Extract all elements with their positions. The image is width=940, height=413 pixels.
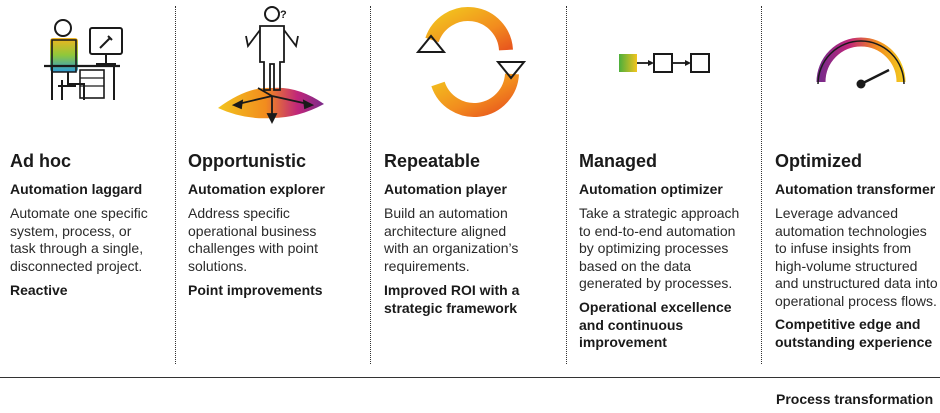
- stage-title: Ad hoc: [10, 151, 71, 171]
- person-at-computer-icon: [44, 19, 123, 100]
- stage-description: Automate one specific system, process, o…: [10, 205, 148, 274]
- stage-outcome: Point improvements: [188, 282, 323, 298]
- stage-outcome: Improved ROI with a strategic framework: [384, 282, 520, 316]
- stage-title: Opportunistic: [188, 151, 306, 171]
- stage-description: Leverage advanced automation technologie…: [775, 205, 938, 309]
- stage-subtitle: Automation laggard: [10, 181, 143, 197]
- stage-outcome: Competitive edge and outstanding experie…: [775, 316, 933, 350]
- stage-repeatable: Repeatable Automation player Build an au…: [384, 0, 564, 370]
- column-divider: [175, 6, 176, 364]
- stage-title: Managed: [579, 151, 658, 171]
- footer-label: Process transformation: [776, 391, 934, 407]
- column-divider: [761, 6, 762, 364]
- stage-title: Optimized: [775, 151, 863, 171]
- stage-opportunistic: ? Opportunistic Automation explorer Addr…: [188, 0, 368, 370]
- stage-subtitle: Automation player: [384, 181, 507, 197]
- stage-subtitle: Automation explorer: [188, 181, 325, 197]
- gauge-icon: [816, 37, 906, 89]
- svg-text:?: ?: [280, 9, 287, 21]
- stage-subtitle: Automation optimizer: [579, 181, 723, 197]
- questioning-person-icon: ?: [218, 6, 324, 125]
- process-flow-icon: [619, 53, 710, 73]
- cycle-arrows-icon: [415, 7, 527, 117]
- stage-optimized: Optimized Automation transformer Leverag…: [775, 0, 940, 370]
- stage-outcome: Reactive: [10, 282, 68, 298]
- column-divider: [566, 6, 567, 364]
- stage-title: Repeatable: [384, 151, 481, 171]
- timeline-axis: [0, 377, 940, 378]
- stage-managed: Managed Automation optimizer Take a stra…: [579, 0, 759, 370]
- column-divider: [370, 6, 371, 364]
- stage-description: Address specific operational business ch…: [188, 205, 318, 274]
- stage-description: Build an automation architecture aligned…: [384, 205, 519, 274]
- stage-outcome: Operational excellence and continuous im…: [579, 299, 732, 350]
- stage-description: Take a strategic approach to end-to-end …: [579, 205, 740, 291]
- stage-subtitle: Automation transformer: [775, 181, 936, 197]
- stage-ad-hoc: Ad hoc Automation laggard Automate one s…: [10, 0, 170, 370]
